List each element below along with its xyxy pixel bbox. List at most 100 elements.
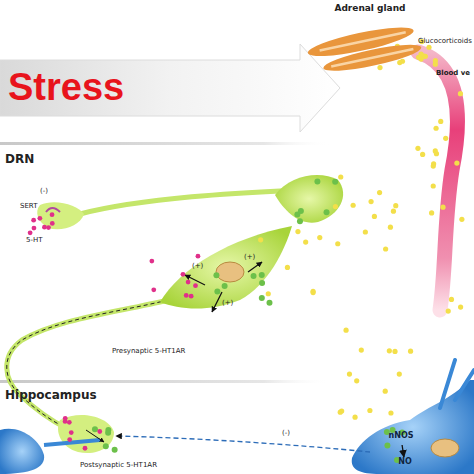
node-text: nNOS (383, 431, 419, 441)
title: Stress (8, 68, 124, 106)
serotonin-dot (42, 225, 47, 230)
stress-arrow (0, 44, 340, 132)
annotation-label: SERT (20, 203, 38, 210)
serotonin-dot (193, 283, 198, 288)
serotonin-dot (196, 254, 201, 259)
glucocorticoid-dot (454, 160, 459, 165)
dendrite (440, 360, 474, 408)
glucocorticoid-dot (408, 349, 413, 354)
serotonin-dot (37, 216, 42, 221)
serotonin-dot (50, 221, 55, 226)
receptor-dot (384, 443, 390, 449)
glucocorticoid-dot (339, 408, 344, 413)
glucocorticoid-dot (449, 297, 454, 302)
receptor-dot (105, 430, 111, 436)
inhibitory-path (116, 436, 370, 452)
receptor-dot (324, 209, 330, 215)
serotonin-dot (151, 287, 156, 292)
glucocorticoid-dot (391, 209, 396, 214)
glucocorticoid-dot (458, 91, 463, 96)
blood-vessel (418, 52, 457, 310)
serotonin-dot (149, 259, 154, 264)
glucocorticoid-dot (393, 203, 398, 208)
glucocorticoid-dot (367, 408, 372, 413)
glucocorticoid-dot (443, 136, 448, 141)
glucocorticoid-dot (415, 146, 420, 151)
glucocorticoid-dot (383, 389, 388, 394)
receptor-dot (214, 288, 220, 294)
annotation-label: 5-HT (26, 237, 43, 244)
region-label: Hippocampus (5, 389, 97, 401)
serotonin-dot (50, 212, 55, 217)
receptor-dot (314, 178, 320, 184)
receptor-dot (259, 272, 265, 278)
glucocorticoid-dot (266, 291, 271, 296)
glucocorticoid-dot (383, 246, 388, 251)
axon-terminal (58, 415, 114, 453)
receptor-dot (251, 273, 257, 279)
serotonin-dot (186, 280, 191, 285)
glucocorticoid-dot (388, 410, 393, 415)
arrow (248, 262, 262, 272)
glucocorticoid-dot (400, 59, 405, 64)
serotonin-dot (28, 230, 33, 235)
glucocorticoid-dot (440, 205, 445, 210)
receptor-dot (259, 280, 265, 286)
annotation-label: (-) (40, 188, 48, 195)
glucocorticoid-dot (388, 225, 393, 230)
glucocorticoid-dot (303, 239, 308, 244)
annotation-label: Blood ve (436, 70, 470, 77)
glucocorticoid-dot (377, 190, 382, 195)
serotonin-dot (83, 446, 88, 451)
glucocorticoid-dot (347, 371, 352, 376)
glucocorticoid-dot (420, 152, 425, 157)
serotonin-dot (67, 420, 72, 425)
receptor-dot (213, 272, 219, 278)
neuron-soma (160, 226, 292, 309)
receptor-dot (92, 426, 98, 432)
glucocorticoid-dot (416, 55, 421, 60)
receptor-dot (103, 443, 109, 449)
nucleus (431, 439, 459, 457)
glucocorticoid-dot (433, 126, 438, 131)
annotation-label: Glucocorticoids (418, 38, 472, 45)
glucocorticoid-dot (258, 237, 263, 242)
glucocorticoid-dot (368, 199, 373, 204)
annotation-label: Postsynaptic 5-HT1AR (80, 462, 157, 469)
serotonin-dot (32, 226, 37, 231)
hippocampal-neuron (0, 429, 44, 474)
glucocorticoid-dot (317, 235, 322, 240)
receptor-dot (298, 208, 304, 214)
gland-stripe (320, 31, 414, 68)
annotation-label: (+) (222, 300, 233, 307)
glucocorticoid-dot (433, 58, 438, 63)
glucocorticoid-dot (352, 415, 357, 420)
annotation-label: (+) (192, 263, 203, 270)
serotonin-dot (189, 294, 194, 299)
receptor-dot (112, 447, 118, 453)
glucocorticoid-dot (397, 371, 402, 376)
receptor-dot (297, 218, 303, 224)
glucocorticoid-dot (354, 378, 359, 383)
glucocorticoid-dot (392, 349, 397, 354)
serotonin-dot (67, 437, 72, 442)
glucocorticoid-dot (387, 348, 392, 353)
glucocorticoid-dot (426, 45, 431, 50)
hippocampal-neuron (352, 380, 474, 474)
glucocorticoid-dot (333, 204, 338, 209)
annotation-label: Presynaptic 5-HT1AR (112, 348, 185, 355)
annotation-label: (-) (282, 430, 290, 437)
axon (7, 300, 168, 428)
glucocorticoid-dot (438, 119, 443, 124)
annotation-label: (+) (244, 254, 255, 261)
glucocorticoid-dot (285, 265, 290, 270)
glucocorticoid-dot (359, 347, 364, 352)
glucocorticoid-dot (335, 241, 340, 246)
glucocorticoid-dot (459, 217, 464, 222)
glucocorticoid-dot (343, 328, 348, 333)
glucocorticoid-dot (338, 174, 343, 179)
serotonin-dot (69, 430, 74, 435)
glucocorticoid-dot (431, 183, 436, 188)
glucocorticoid-dot (429, 210, 434, 215)
